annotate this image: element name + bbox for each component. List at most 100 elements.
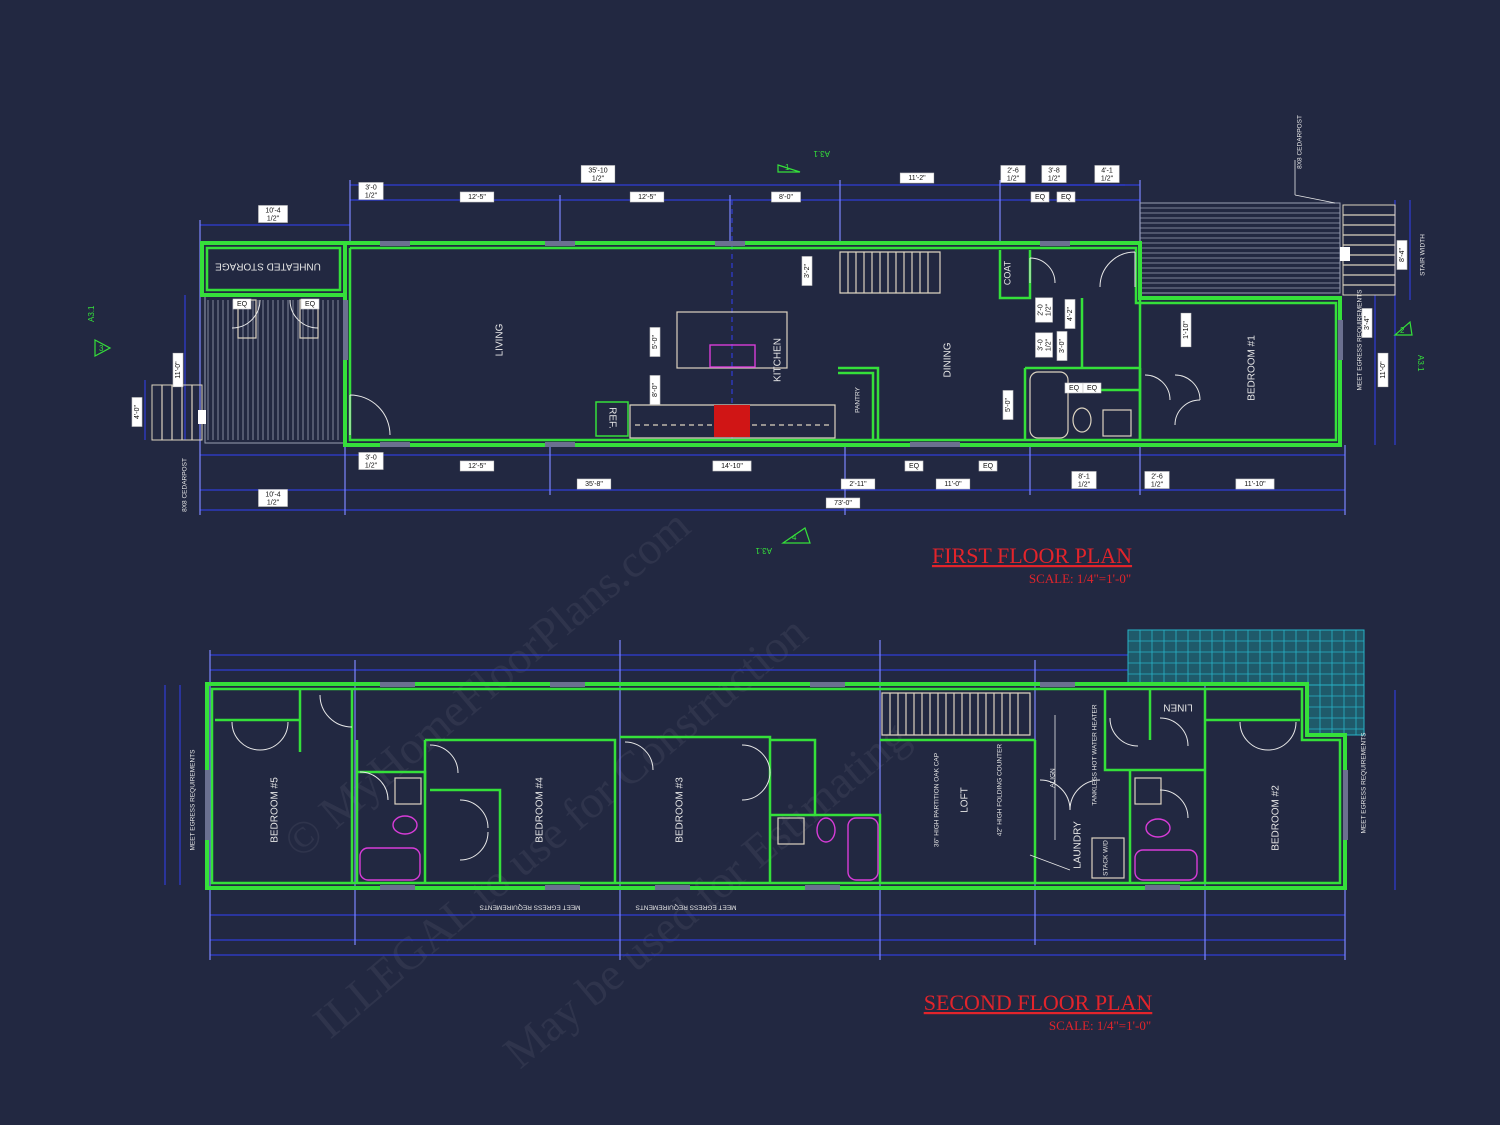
dimension-tag: 14'-10" bbox=[712, 460, 752, 472]
dimension-tag: 12'-5" bbox=[459, 191, 495, 203]
section-markers: 1 A3.1 4 A3.1 3 A3.1 2 A3.1 bbox=[87, 149, 1425, 555]
dimension-tag: 11'-2" bbox=[899, 172, 935, 184]
toilet bbox=[1072, 407, 1092, 433]
bathtub-bath-3 bbox=[847, 817, 879, 881]
dimension-tag: 5'-0" bbox=[1002, 390, 1014, 420]
egress-note-bedroom-4: MEET EGRESS REQUIREMENTS bbox=[479, 903, 581, 910]
dimension-label: EQ bbox=[237, 301, 248, 308]
bathtub bbox=[1029, 371, 1069, 439]
dimension-tag: 11'-0" bbox=[172, 352, 184, 388]
dimension-tag: EQ bbox=[1082, 382, 1102, 394]
room-label-dining: DINING bbox=[943, 342, 954, 377]
watermark-line-2: ILLEGAL to use for Construction bbox=[304, 606, 817, 1048]
section-mark-4: A3.1 bbox=[755, 546, 772, 555]
oak-cap-note: 36" HIGH PARTITION OAK CAP bbox=[934, 753, 941, 847]
dimension-label: EQ bbox=[1035, 194, 1046, 201]
room-label-loft: LOFT bbox=[960, 787, 971, 813]
dimension-label: 11'-10" bbox=[1244, 481, 1266, 488]
room-label-bedroom-5: BEDROOM #5 bbox=[270, 777, 281, 843]
dimension-label: 2'-01/2" bbox=[1037, 303, 1052, 316]
dimension-label: EQ bbox=[305, 301, 316, 308]
room-label-bedroom-3: BEDROOM #3 bbox=[675, 777, 686, 843]
dimension-label: 12'-5" bbox=[638, 194, 656, 201]
first-floor-title: FIRST FLOOR PLAN bbox=[932, 543, 1132, 568]
dimension-label: 1'-10" bbox=[1183, 321, 1190, 339]
dimension-tag: 8'-4" bbox=[1396, 240, 1408, 270]
dimension-tag: 3'-01/2" bbox=[1035, 332, 1053, 358]
dimension-label: 35'-8" bbox=[585, 481, 603, 488]
dimension-tag: 3'-0" bbox=[1056, 331, 1068, 361]
dimension-label: 2'-11" bbox=[849, 481, 867, 488]
kitchen-sink bbox=[709, 344, 756, 368]
dimension-label: 11'-0" bbox=[175, 361, 182, 379]
dimension-tag: 2'-01/2" bbox=[1035, 297, 1053, 323]
dimension-label: 8'-4" bbox=[1399, 248, 1406, 262]
egress-note-bedroom-2: MEET EGRESS REQUIREMENTS bbox=[1361, 732, 1368, 834]
dimension-tag: 3'-2" bbox=[801, 256, 813, 286]
room-label-laundry: LAUNDRY bbox=[1073, 821, 1084, 869]
section-number-3: 3 bbox=[99, 344, 104, 353]
first-floor-fixtures bbox=[237, 251, 1132, 439]
first-floor-dimension-lines bbox=[144, 180, 1411, 515]
dimension-tag: EQ bbox=[978, 460, 998, 472]
room-label-coat: COAT bbox=[1002, 260, 1012, 285]
refrigerator bbox=[595, 401, 629, 437]
watermark-line-3: May be used for Estimating bbox=[494, 710, 918, 1078]
room-label-unheated-storage: UNHEATED STORAGE bbox=[215, 260, 321, 271]
second-floor-fixtures bbox=[359, 692, 1198, 881]
room-label-pantry: PANTRY bbox=[855, 386, 862, 412]
dimension-tag: 8'-0" bbox=[771, 191, 801, 203]
first-floor-dims-side: 11'-0"4'-0"3'-2"8'-0"5'-0"3'-0"4'-2"1'-1… bbox=[131, 240, 1408, 427]
dimension-label: 8'-0" bbox=[779, 194, 793, 201]
toilet-bath-2 bbox=[1145, 818, 1171, 838]
dimension-label: EQ bbox=[909, 463, 920, 470]
dimension-tag: 4'-2" bbox=[1064, 299, 1076, 329]
dimension-label: 3'-01/2" bbox=[1037, 338, 1052, 351]
room-label-living: LIVING bbox=[495, 323, 506, 356]
toilet-bath-5 bbox=[392, 815, 418, 835]
dimension-tag: EQ bbox=[904, 460, 924, 472]
first-floor-doors bbox=[231, 251, 1201, 436]
dimension-label: EQ bbox=[1087, 385, 1098, 392]
room-label-kitchen: KITCHEN bbox=[773, 338, 784, 382]
second-floor-doors bbox=[231, 694, 1297, 861]
egress-note-bedroom-3: MEET EGRESS REQUIREMENTS bbox=[635, 903, 737, 910]
second-floor-plan: BEDROOM #5 BEDROOM #4 BEDROOM #3 LOFT LA… bbox=[164, 629, 1396, 1033]
first-floor-scale: SCALE: 1/4"=1'-0" bbox=[1029, 571, 1131, 586]
folding-counter-note: 42" HIGH FOLDING COUNTER bbox=[997, 744, 1004, 837]
dimension-label: 14'-10" bbox=[721, 463, 743, 470]
dimension-label: 3'-0" bbox=[1059, 339, 1066, 353]
room-label-bedroom-4: BEDROOM #4 bbox=[535, 777, 546, 843]
stair-width-note: STAIR WIDTH bbox=[1420, 234, 1427, 276]
dimension-label: 4'-0" bbox=[134, 405, 141, 419]
dimension-tag: EQ bbox=[1030, 191, 1050, 203]
dimension-tag: 4'-0" bbox=[131, 397, 143, 427]
align-note: ALIGN bbox=[1050, 768, 1057, 788]
cedar-post-note-front: 8X8 CEDARPOST bbox=[182, 458, 189, 512]
dimension-label: 12'-5" bbox=[468, 194, 486, 201]
balcony-tile bbox=[1127, 629, 1365, 736]
dimension-tag: 73'-0" bbox=[825, 497, 861, 509]
second-floor-walls bbox=[205, 682, 1348, 890]
dimension-label: EQ bbox=[1061, 194, 1072, 201]
room-label-bedroom-1: BEDROOM #1 bbox=[1247, 335, 1258, 401]
watermark: © MyHomeFloorPlans.com ILLEGAL to use fo… bbox=[274, 499, 918, 1078]
